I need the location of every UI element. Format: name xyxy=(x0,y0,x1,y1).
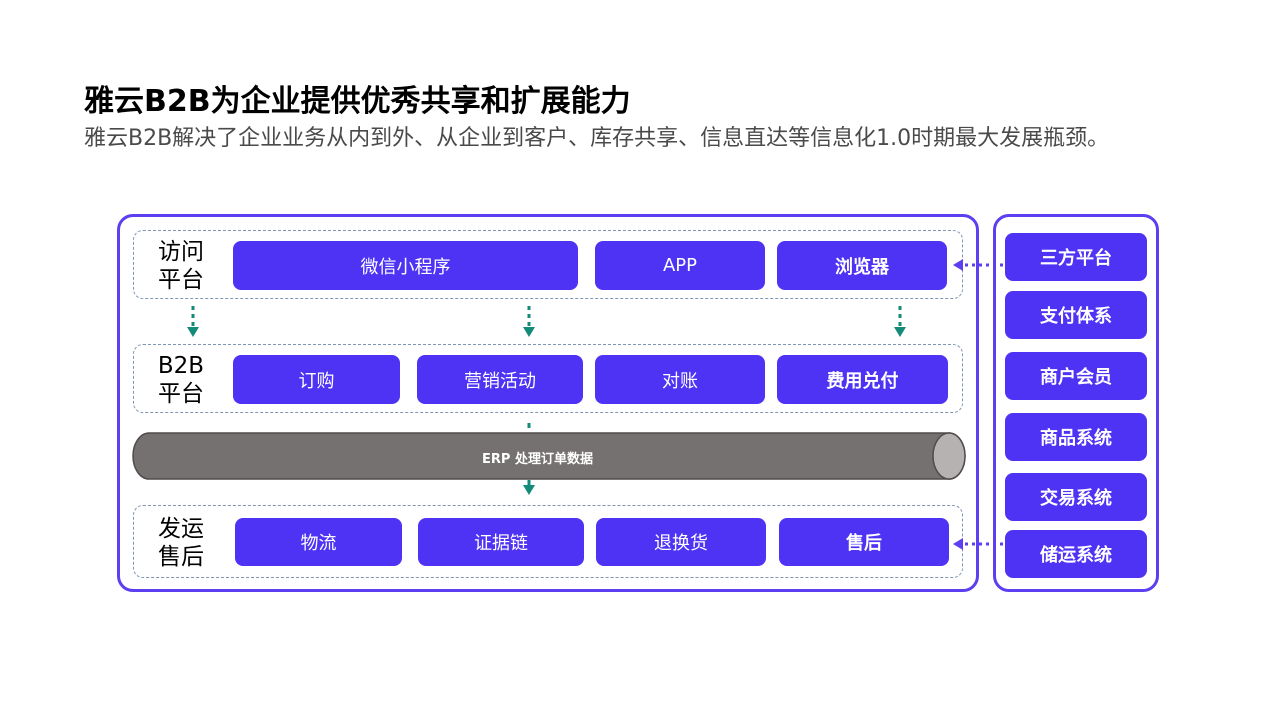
page-title: 雅云B2B为企业提供优秀共享和扩展能力 xyxy=(84,84,631,119)
sidebar-item-product-system[interactable]: 商品系统 xyxy=(1005,413,1147,461)
arrow-access-to-b2b-left xyxy=(187,306,199,337)
return-exchange-button[interactable]: 退换货 xyxy=(596,518,766,566)
access-tier-label-line1: 访问 xyxy=(158,239,204,265)
erp-label: ERP 处理订单数据 xyxy=(482,452,593,467)
arrow-warehouse-to-after-sales xyxy=(953,538,1003,550)
sidebar-item-third-party-platform[interactable]: 三方平台 xyxy=(1005,233,1147,281)
after-sales-button[interactable]: 售后 xyxy=(779,518,949,566)
arrow-third-party-to-browser xyxy=(953,259,1003,271)
delivery-tier-label-line2: 售后 xyxy=(158,544,204,570)
reconciliation-button[interactable]: 对账 xyxy=(595,355,765,404)
evidence-chain-button[interactable]: 证据链 xyxy=(418,518,584,566)
sidebar-item-payment-system[interactable]: 支付体系 xyxy=(1005,291,1147,339)
main-frame xyxy=(117,214,979,592)
b2b-tier-label-line2: 平台 xyxy=(158,381,204,407)
order-button[interactable]: 订购 xyxy=(233,355,400,404)
b2b-tier-label: B2B 平台 xyxy=(153,352,209,408)
b2b-tier xyxy=(133,344,963,413)
b2b-tier-label-line1: B2B xyxy=(157,353,205,379)
sidebar-frame xyxy=(993,214,1159,592)
sidebar-item-merchant-membership[interactable]: 商户会员 xyxy=(1005,352,1147,400)
wechat-miniprogram-button[interactable]: 微信小程序 xyxy=(233,241,578,290)
arrow-access-to-b2b-right xyxy=(894,306,906,337)
marketing-button[interactable]: 营销活动 xyxy=(417,355,583,404)
access-tier-label-line2: 平台 xyxy=(158,267,204,293)
app-button[interactable]: APP xyxy=(595,241,765,290)
arrow-access-to-b2b-middle xyxy=(523,306,535,337)
sidebar-item-trading-system[interactable]: 交易系统 xyxy=(1005,473,1147,521)
browser-button[interactable]: 浏览器 xyxy=(777,241,947,290)
delivery-tier-label: 发运 售后 xyxy=(153,515,209,571)
sidebar-item-warehouse-logistics[interactable]: 储运系统 xyxy=(1005,530,1147,578)
logistics-button[interactable]: 物流 xyxy=(235,518,402,566)
access-tier-label: 访问 平台 xyxy=(153,238,209,294)
arrow-erp-to-delivery xyxy=(523,480,535,495)
fee-redemption-button[interactable]: 费用兑付 xyxy=(777,355,948,404)
page-subtitle: 雅云B2B解决了企业业务从内到外、从企业到客户、库存共享、信息直达等信息化1.0… xyxy=(84,126,1110,151)
delivery-tier-label-line1: 发运 xyxy=(158,516,204,542)
